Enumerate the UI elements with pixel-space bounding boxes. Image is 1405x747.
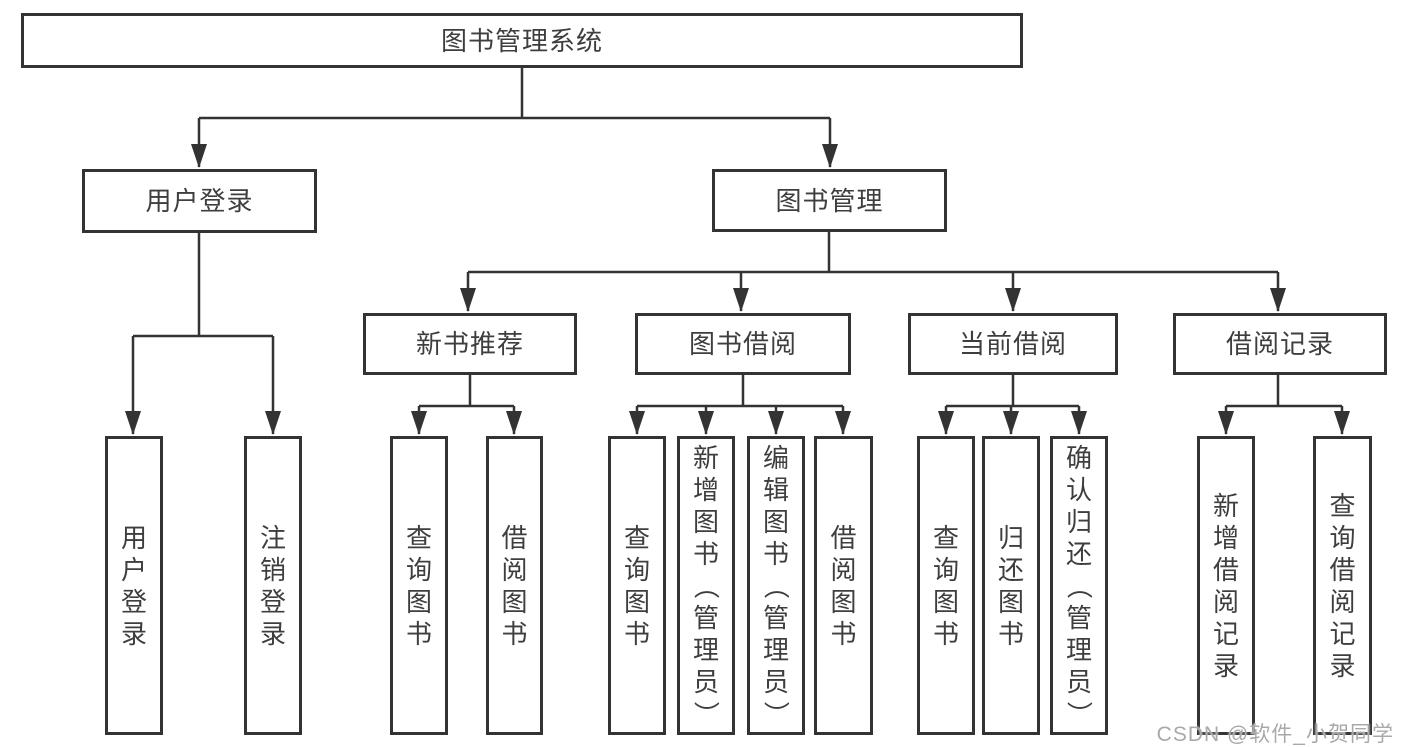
leaf-return-books: 归还图书 <box>982 436 1040 735</box>
leaf-add-borrow-record-label: 新增借阅记录 <box>1212 490 1239 681</box>
leaf-borrow-books-borrowing: 借阅图书 <box>814 436 873 735</box>
leaf-borrow-books-borrowing-label: 借阅图书 <box>830 522 857 649</box>
leaf-query-books-current-label: 查询图书 <box>932 522 959 649</box>
leaf-query-borrow-record-label: 查询借阅记录 <box>1329 490 1356 681</box>
leaf-query-books-recommend-label: 查询图书 <box>405 522 432 649</box>
node-book-borrowing: 图书借阅 <box>635 313 851 375</box>
leaf-add-borrow-record: 新增借阅记录 <box>1197 436 1255 735</box>
leaf-user-login-label: 用户登录 <box>120 522 147 649</box>
node-new-book-recommend: 新书推荐 <box>363 313 577 375</box>
leaf-query-books-recommend: 查询图书 <box>390 436 448 735</box>
node-root-label: 图书管理系统 <box>440 25 603 56</box>
leaf-edit-book-admin: 编辑图书（管理员） <box>747 436 805 735</box>
leaf-add-book-admin-label: 新增图书（管理员） <box>690 442 721 727</box>
leaf-logout-login: 注销登录 <box>244 436 302 735</box>
leaf-confirm-return-admin: 确认归还（管理员） <box>1050 436 1108 735</box>
leaf-borrow-books-recommend: 借阅图书 <box>486 436 543 735</box>
leaf-query-borrow-record: 查询借阅记录 <box>1313 436 1372 735</box>
node-book-management: 图书管理 <box>712 169 947 232</box>
node-user-login: 用户登录 <box>82 169 317 233</box>
leaf-logout-login-label: 注销登录 <box>259 522 286 649</box>
leaf-borrow-books-recommend-label: 借阅图书 <box>501 522 528 649</box>
node-root: 图书管理系统 <box>21 13 1023 68</box>
node-current-borrowing: 当前借阅 <box>908 313 1118 375</box>
csdn-watermark: CSDN @软件_小贺同学 <box>1156 723 1394 746</box>
leaf-edit-book-admin-label: 编辑图书（管理员） <box>760 442 791 727</box>
leaf-return-books-label: 归还图书 <box>997 522 1024 649</box>
node-user-login-label: 用户登录 <box>145 186 254 216</box>
node-borrowing-records-label: 借阅记录 <box>1225 329 1334 359</box>
leaf-user-login: 用户登录 <box>105 436 163 735</box>
node-book-management-label: 图书管理 <box>775 185 884 216</box>
node-borrowing-records: 借阅记录 <box>1173 313 1387 375</box>
leaf-query-books-borrowing: 查询图书 <box>608 436 666 735</box>
node-new-book-recommend-label: 新书推荐 <box>415 329 524 359</box>
node-current-borrowing-label: 当前借阅 <box>958 329 1067 359</box>
leaf-query-books-current: 查询图书 <box>917 436 975 735</box>
leaf-confirm-return-admin-label: 确认归还（管理员） <box>1063 442 1094 727</box>
leaf-query-books-borrowing-label: 查询图书 <box>623 522 650 649</box>
leaf-add-book-admin: 新增图书（管理员） <box>677 436 735 735</box>
node-book-borrowing-label: 图书借阅 <box>688 329 797 359</box>
